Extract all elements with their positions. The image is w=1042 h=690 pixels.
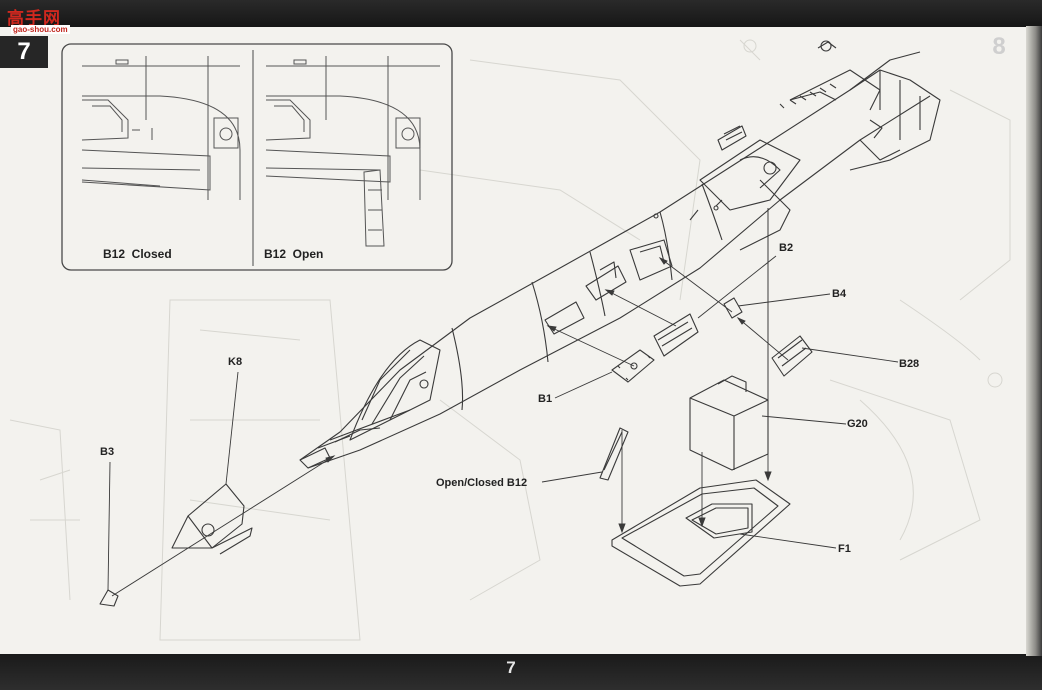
callout-k8: K8 bbox=[228, 356, 243, 368]
fuselage-drawing bbox=[299, 40, 941, 469]
logo-text: 高手网 bbox=[7, 9, 61, 28]
callout-b1: B1 bbox=[538, 393, 553, 405]
logo-subtitle: gao-shou.com bbox=[11, 25, 70, 34]
page-number: 7 bbox=[506, 658, 516, 677]
closed-detail bbox=[81, 56, 241, 200]
ghost-background bbox=[9, 39, 1011, 641]
part-b3 bbox=[99, 589, 119, 607]
part-k8 bbox=[171, 483, 245, 549]
callout-b3: B3 bbox=[100, 446, 115, 458]
step-number: 7 bbox=[17, 38, 31, 65]
callout-b28: B28 bbox=[899, 358, 920, 370]
bottom-scan-band bbox=[0, 654, 1042, 690]
site-logo: 高手网 gao-shou.com bbox=[4, 4, 70, 38]
part-f1 bbox=[611, 479, 791, 587]
part-b1 bbox=[611, 349, 655, 383]
callout-b2: B2 bbox=[779, 242, 794, 254]
callout-f1: F1 bbox=[838, 543, 851, 555]
part-b28 bbox=[771, 335, 813, 377]
inset-caption-closed: B12 Closed bbox=[103, 247, 172, 261]
paper-sheet bbox=[0, 26, 1030, 654]
inset-panel: B12 Closed B12 Open bbox=[61, 43, 453, 271]
inset-caption-open: B12 Open bbox=[264, 247, 323, 261]
callout-g20: G20 bbox=[847, 418, 868, 430]
open-detail bbox=[265, 56, 440, 247]
top-scan-band bbox=[0, 0, 1042, 27]
page-edge bbox=[1026, 26, 1042, 656]
next-step-number-ghost: 8 bbox=[992, 33, 1006, 60]
callout-b4: B4 bbox=[832, 288, 847, 300]
callout-open-closed-b12: Open/Closed B12 bbox=[436, 477, 528, 489]
step-badge bbox=[0, 36, 48, 68]
leader-lines bbox=[107, 208, 899, 597]
part-b12 bbox=[599, 427, 629, 481]
part-b4 bbox=[723, 297, 743, 319]
part-b2-panel bbox=[653, 313, 699, 357]
